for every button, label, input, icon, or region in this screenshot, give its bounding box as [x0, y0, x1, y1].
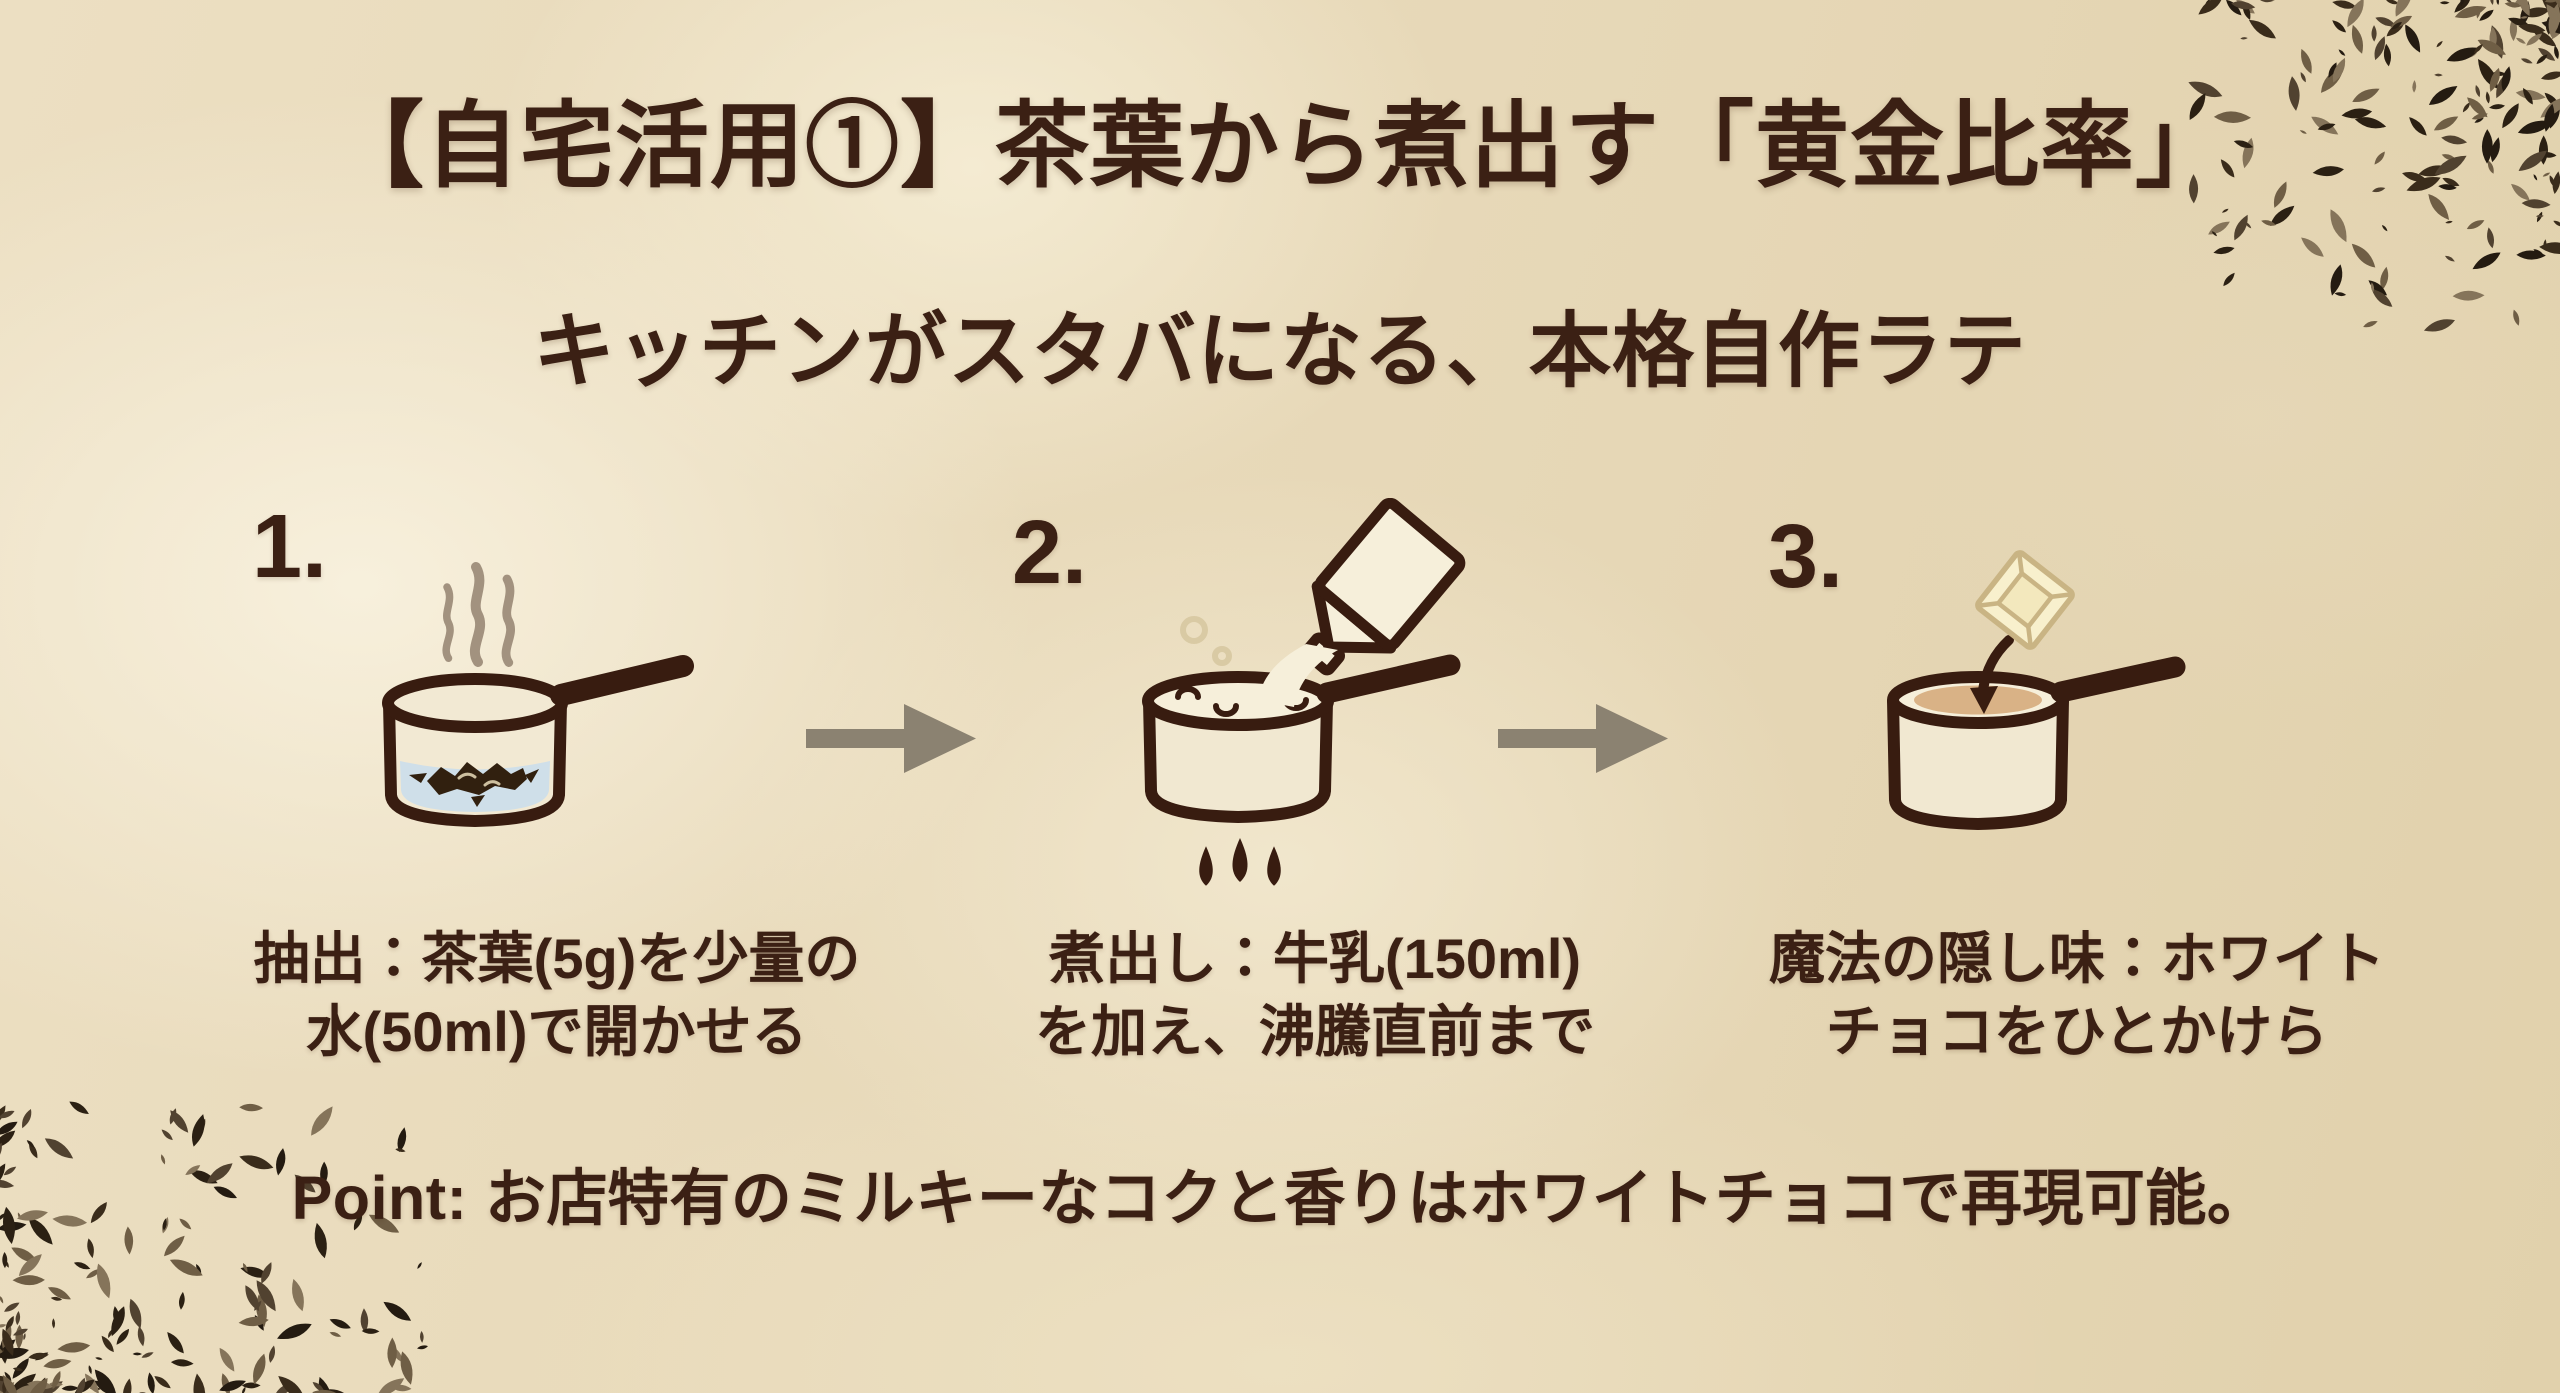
step-1-pot-icon: [382, 562, 694, 827]
tea-leaves-icon: [409, 762, 539, 807]
drop-arrow-icon: [1970, 635, 2014, 714]
step-2-caption: 煮出し：牛乳(150ml) を加え、沸騰直前まで: [935, 922, 1695, 1068]
step-1-caption: 抽出：茶葉(5g)を少量の 水(50ml)で開かせる: [177, 922, 937, 1068]
pot-handle: [550, 655, 694, 706]
tea-leaves-decoration-bottom-left: [0, 1101, 428, 1393]
page-title: 【自宅活用①】茶葉から煮出す「黄金比率」: [329, 93, 2230, 198]
floating-bubbles: [1180, 616, 1232, 666]
step-1-caption-line1: 抽出：茶葉(5g)を少量の: [253, 927, 861, 990]
milk-carton-icon: [1301, 498, 1466, 676]
page-subtitle: キッチンがスタバになる、本格自作ラテ: [532, 306, 2027, 397]
step-2-number: 2.: [1012, 503, 1088, 603]
step-3-number: 3.: [1768, 507, 1844, 607]
steam-icon: [442, 562, 515, 667]
step-3-caption-line1: 魔法の隠し味：ホワイト: [1769, 927, 2385, 990]
white-chocolate-icon: [1975, 550, 2075, 650]
step-1-number: 1.: [252, 497, 328, 597]
arrow-right-icon: [1498, 704, 1668, 773]
step-3-caption: 魔法の隠し味：ホワイト チョコをひとかけら: [1697, 922, 2457, 1068]
step-2-caption-line1: 煮出し：牛乳(150ml): [1048, 927, 1582, 990]
step-3-pot-icon: [1887, 550, 2186, 830]
flame-icon: [1199, 838, 1281, 886]
step-2-pot-icon: [1142, 498, 1466, 886]
milk-stream: [1258, 644, 1338, 707]
pot-handle: [2050, 656, 2186, 703]
step-2-caption-line2: を加え、沸騰直前まで: [1035, 1000, 1595, 1063]
arrow-right-icon: [806, 704, 976, 773]
point-note: Point: お店特有のミルキーなコクと香りはホワイトチョコで再現可能。: [291, 1164, 2269, 1232]
saucepan-icon: [1142, 654, 1461, 823]
tea-leaves-decoration-top-right: [2188, 0, 2560, 332]
saucepan-icon: [1887, 656, 2186, 830]
step-1-caption-line2: 水(50ml)で開かせる: [306, 1000, 808, 1063]
pot-handle: [1316, 654, 1461, 704]
step-3-caption-line2: チョコをひとかけら: [1825, 1000, 2329, 1063]
saucepan-icon: [382, 655, 694, 827]
